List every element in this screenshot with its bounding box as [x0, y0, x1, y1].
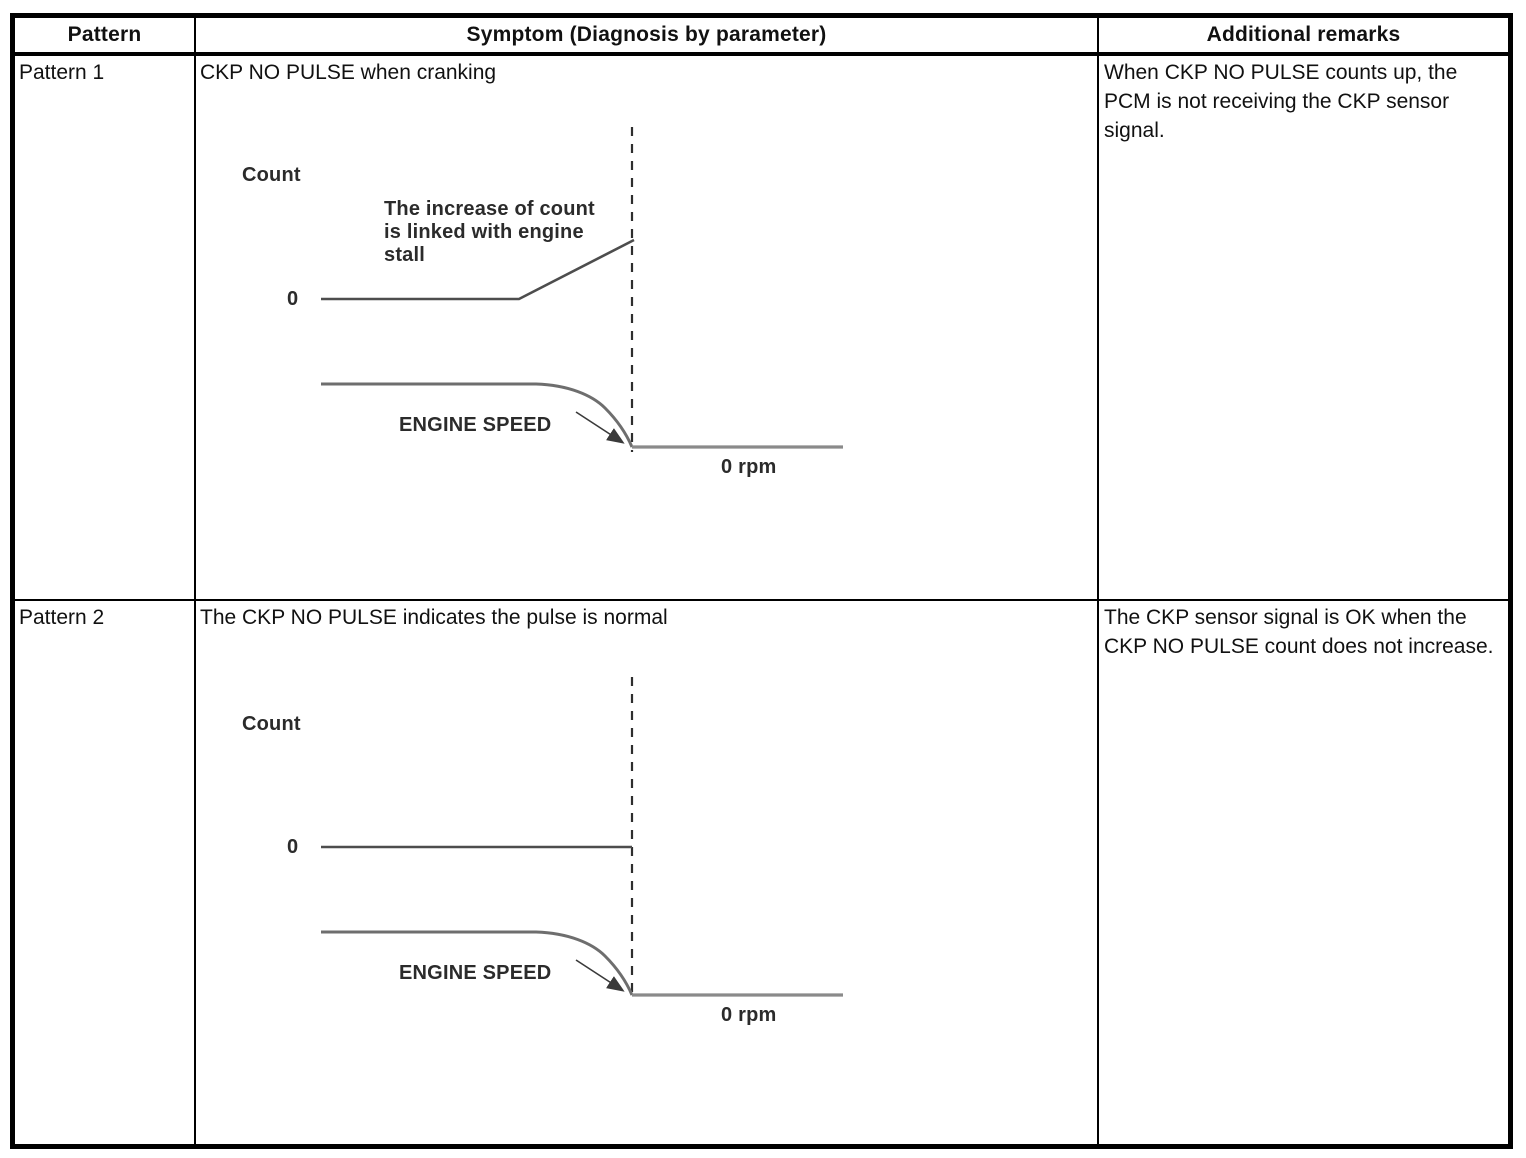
header-pattern: Pattern [15, 18, 196, 56]
pattern1-symptom-text: CKP NO PULSE when cranking [200, 61, 497, 84]
pattern1-remarks-text: When CKP NO PULSE counts up, the PCM is … [1104, 61, 1458, 142]
header-symptom-label: Symptom (Diagnosis by parameter) [466, 23, 827, 46]
pattern2-symptom-text: The CKP NO PULSE indicates the pulse is … [200, 606, 668, 629]
pattern1-remarks-cell: When CKP NO PULSE counts up, the PCM is … [1099, 56, 1508, 601]
pattern1-name-cell: Pattern 1 [15, 56, 196, 601]
diagnosis-pattern-table: Pattern Symptom (Diagnosis by parameter)… [10, 13, 1513, 1149]
pattern1-name: Pattern 1 [19, 61, 105, 84]
pattern1-diagram [321, 127, 843, 452]
pattern1-engine-speed-label: ENGINE SPEED [399, 414, 552, 436]
pattern1-zero-rpm-label: 0 rpm [721, 456, 777, 478]
pattern2-diagram [321, 677, 843, 1000]
pattern2-name-cell: Pattern 2 [15, 601, 196, 1144]
pattern2-remarks-text: The CKP sensor signal is OK when the CKP… [1104, 606, 1494, 658]
engine-speed-arrow [575, 411, 625, 444]
pattern2-zero-rpm-label: 0 rpm [721, 1004, 777, 1026]
pattern2-remarks-cell: The CKP sensor signal is OK when the CKP… [1099, 601, 1508, 1144]
pattern1-annotation: The increase of count is linked with eng… [384, 198, 595, 266]
pattern2-symptom-cell: The CKP NO PULSE indicates the pulse is … [196, 601, 1099, 1144]
pattern1-count-axis-label: Count [242, 164, 301, 186]
pattern2-count-zero-label: 0 [287, 836, 299, 858]
header-additional-remarks: Additional remarks [1099, 18, 1508, 56]
engine-speed-arrow [575, 959, 625, 992]
pattern2-name: Pattern 2 [19, 606, 105, 629]
pattern1-count-zero-label: 0 [287, 288, 299, 310]
pattern1-symptom-cell: CKP NO PULSE when cranking Co [196, 56, 1099, 601]
pattern2-count-axis-label: Count [242, 713, 301, 735]
header-symptom: Symptom (Diagnosis by parameter) [196, 18, 1099, 56]
header-additional-remarks-label: Additional remarks [1206, 23, 1401, 46]
pattern2-engine-speed-label: ENGINE SPEED [399, 962, 552, 984]
header-pattern-label: Pattern [67, 23, 142, 46]
